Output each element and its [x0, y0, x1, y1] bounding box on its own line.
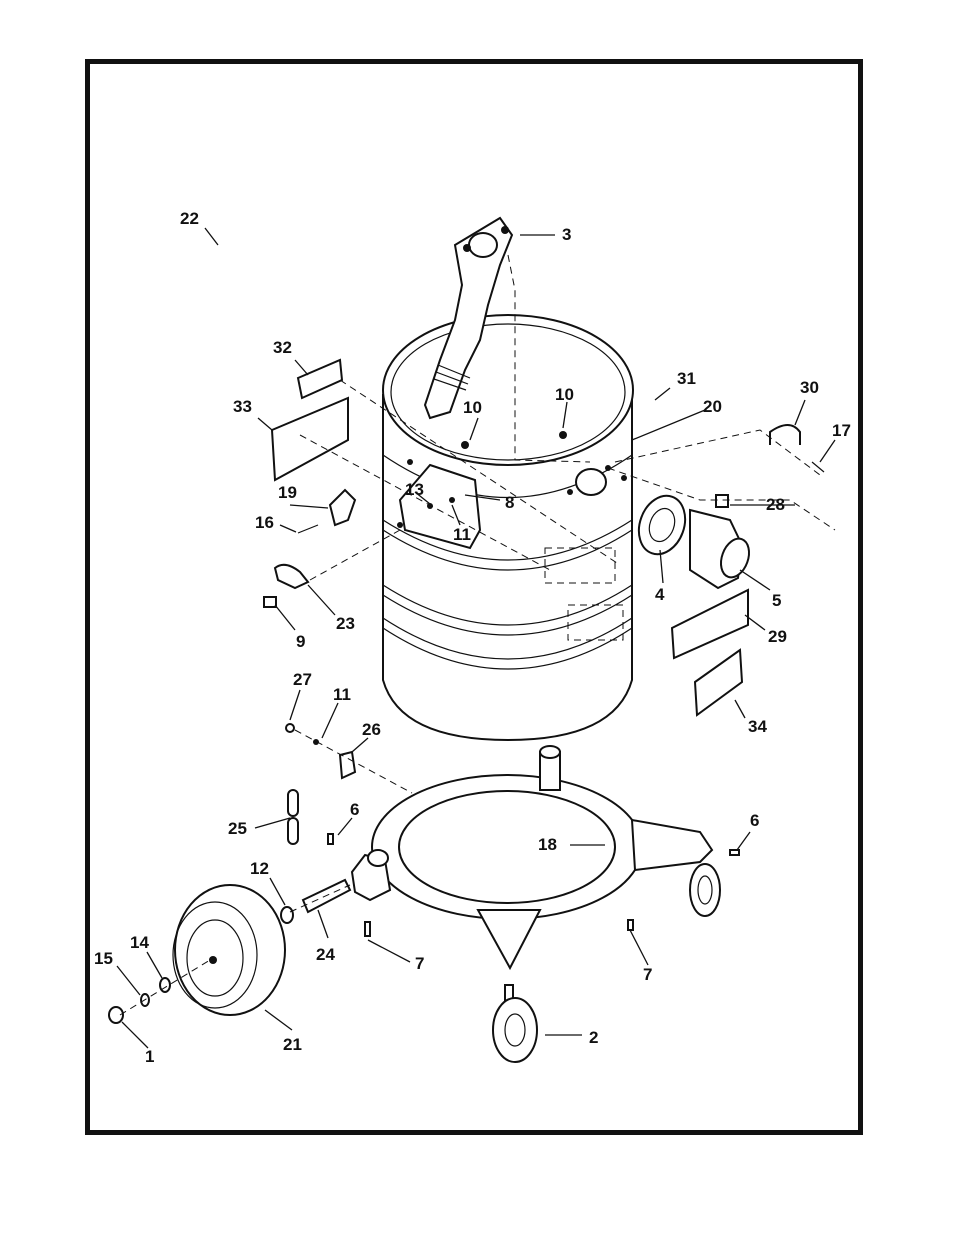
decals — [270, 358, 749, 717]
callout-10-left: 10 — [463, 398, 482, 417]
callout-5: 5 — [772, 591, 781, 610]
callout-11-lower: 11 — [333, 685, 351, 704]
callout-28: 28 — [766, 495, 785, 514]
callout-29: 29 — [768, 627, 787, 646]
callout-14: 14 — [130, 933, 149, 952]
callout-21: 21 — [283, 1035, 302, 1054]
callout-7-right: 7 — [643, 965, 652, 984]
leader-lines — [116, 227, 836, 1049]
callout-23: 23 — [336, 614, 355, 633]
callout-24: 24 — [316, 945, 335, 964]
diagram-frame — [85, 59, 863, 1135]
dolly-base — [301, 745, 740, 971]
drum — [382, 314, 634, 742]
callouts: 22 3 32 33 10 10 31 20 30 17 28 19 16 13… — [94, 209, 851, 1066]
callout-22: 22 — [180, 209, 199, 228]
callout-6-left: 6 — [350, 800, 359, 819]
callout-1: 1 — [145, 1047, 154, 1066]
callout-34: 34 — [748, 717, 767, 736]
callout-7-left: 7 — [415, 954, 424, 973]
callout-4: 4 — [655, 585, 665, 604]
callout-32: 32 — [273, 338, 292, 357]
handle — [141, 215, 392, 785]
callout-11-upper: 11 — [453, 525, 471, 544]
callout-13: 13 — [405, 480, 424, 499]
bracket — [614, 424, 825, 476]
callout-20: 20 — [703, 397, 722, 416]
inlet-fitting — [607, 467, 836, 590]
chain — [287, 789, 299, 845]
callout-17: 17 — [832, 421, 851, 440]
callout-2: 2 — [589, 1028, 598, 1047]
callout-3: 3 — [562, 225, 571, 244]
callout-8: 8 — [505, 493, 514, 512]
chain-bracket-parts — [285, 723, 413, 794]
callout-12: 12 — [250, 859, 269, 878]
latch-parts — [263, 488, 401, 608]
callout-6-right: 6 — [750, 811, 759, 830]
callout-19: 19 — [278, 483, 297, 502]
callout-26: 26 — [362, 720, 381, 739]
callout-18: 18 — [538, 835, 557, 854]
inlet-tube — [423, 216, 591, 463]
callout-9: 9 — [296, 632, 305, 651]
rear-wheel — [108, 884, 351, 1024]
callout-30: 30 — [800, 378, 819, 397]
callout-16: 16 — [255, 513, 274, 532]
callout-10-right: 10 — [555, 385, 574, 404]
front-caster — [492, 984, 538, 1063]
callout-25: 25 — [228, 819, 247, 838]
callout-33: 33 — [233, 397, 252, 416]
callout-15: 15 — [94, 949, 113, 968]
callout-27: 27 — [293, 670, 312, 689]
callout-31: 31 — [677, 369, 696, 388]
